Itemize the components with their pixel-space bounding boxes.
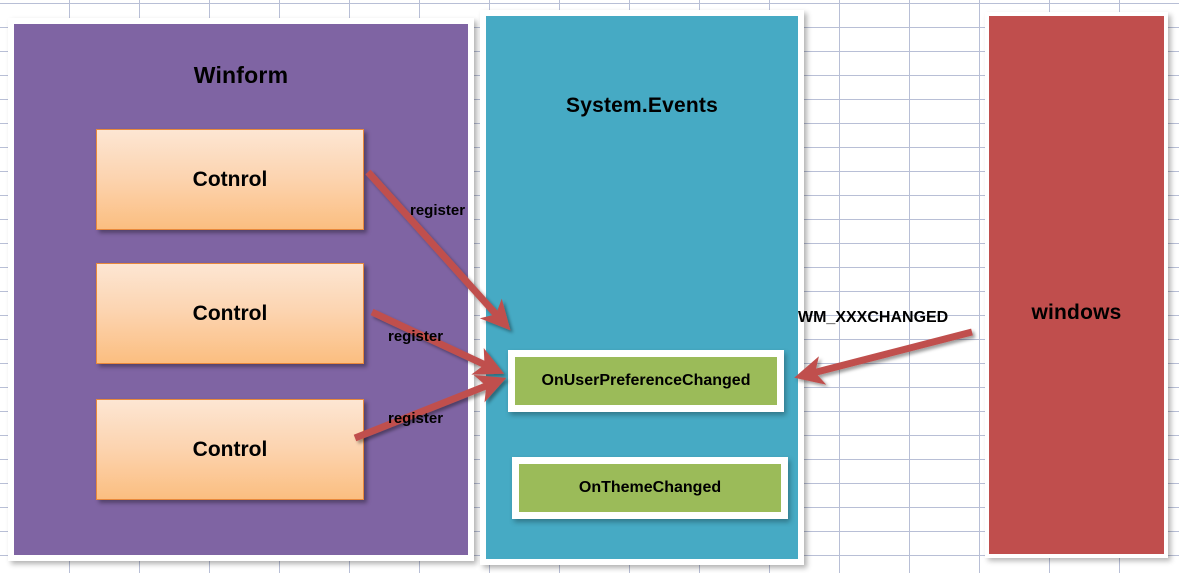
- control-box-2[interactable]: Control: [96, 263, 364, 364]
- handler-box-on-theme-changed[interactable]: OnThemeChanged: [512, 457, 788, 519]
- handler-box-on-theme-changed-label: OnThemeChanged: [578, 479, 722, 496]
- control-box-1-label: Cotnrol: [192, 167, 268, 191]
- control-box-3-label: Control: [192, 437, 268, 461]
- connector-label-register-2: register: [388, 328, 444, 345]
- connector-label-register-1: register: [410, 202, 466, 219]
- windows-panel[interactable]: windows: [985, 12, 1168, 558]
- connector-label-register-3: register: [388, 410, 444, 427]
- handler-box-on-user-preference-changed[interactable]: OnUserPreferenceChanged: [508, 350, 784, 412]
- windows-panel-title: windows: [1031, 301, 1122, 324]
- winform-panel[interactable]: Winform Cotnrol Control Control: [8, 18, 474, 561]
- control-box-3[interactable]: Control: [96, 399, 364, 500]
- control-box-1[interactable]: Cotnrol: [96, 129, 364, 230]
- connector-label-wm-xxxchanged: WM_XXXCHANGED: [798, 309, 949, 326]
- winform-panel-title: Winform: [193, 62, 289, 88]
- control-box-2-label: Control: [192, 301, 268, 325]
- system-events-panel[interactable]: System.Events OnUserPreferenceChanged On…: [480, 10, 804, 565]
- system-events-panel-title: System.Events: [565, 94, 718, 117]
- handler-box-on-user-preference-changed-label: OnUserPreferenceChanged: [541, 372, 751, 389]
